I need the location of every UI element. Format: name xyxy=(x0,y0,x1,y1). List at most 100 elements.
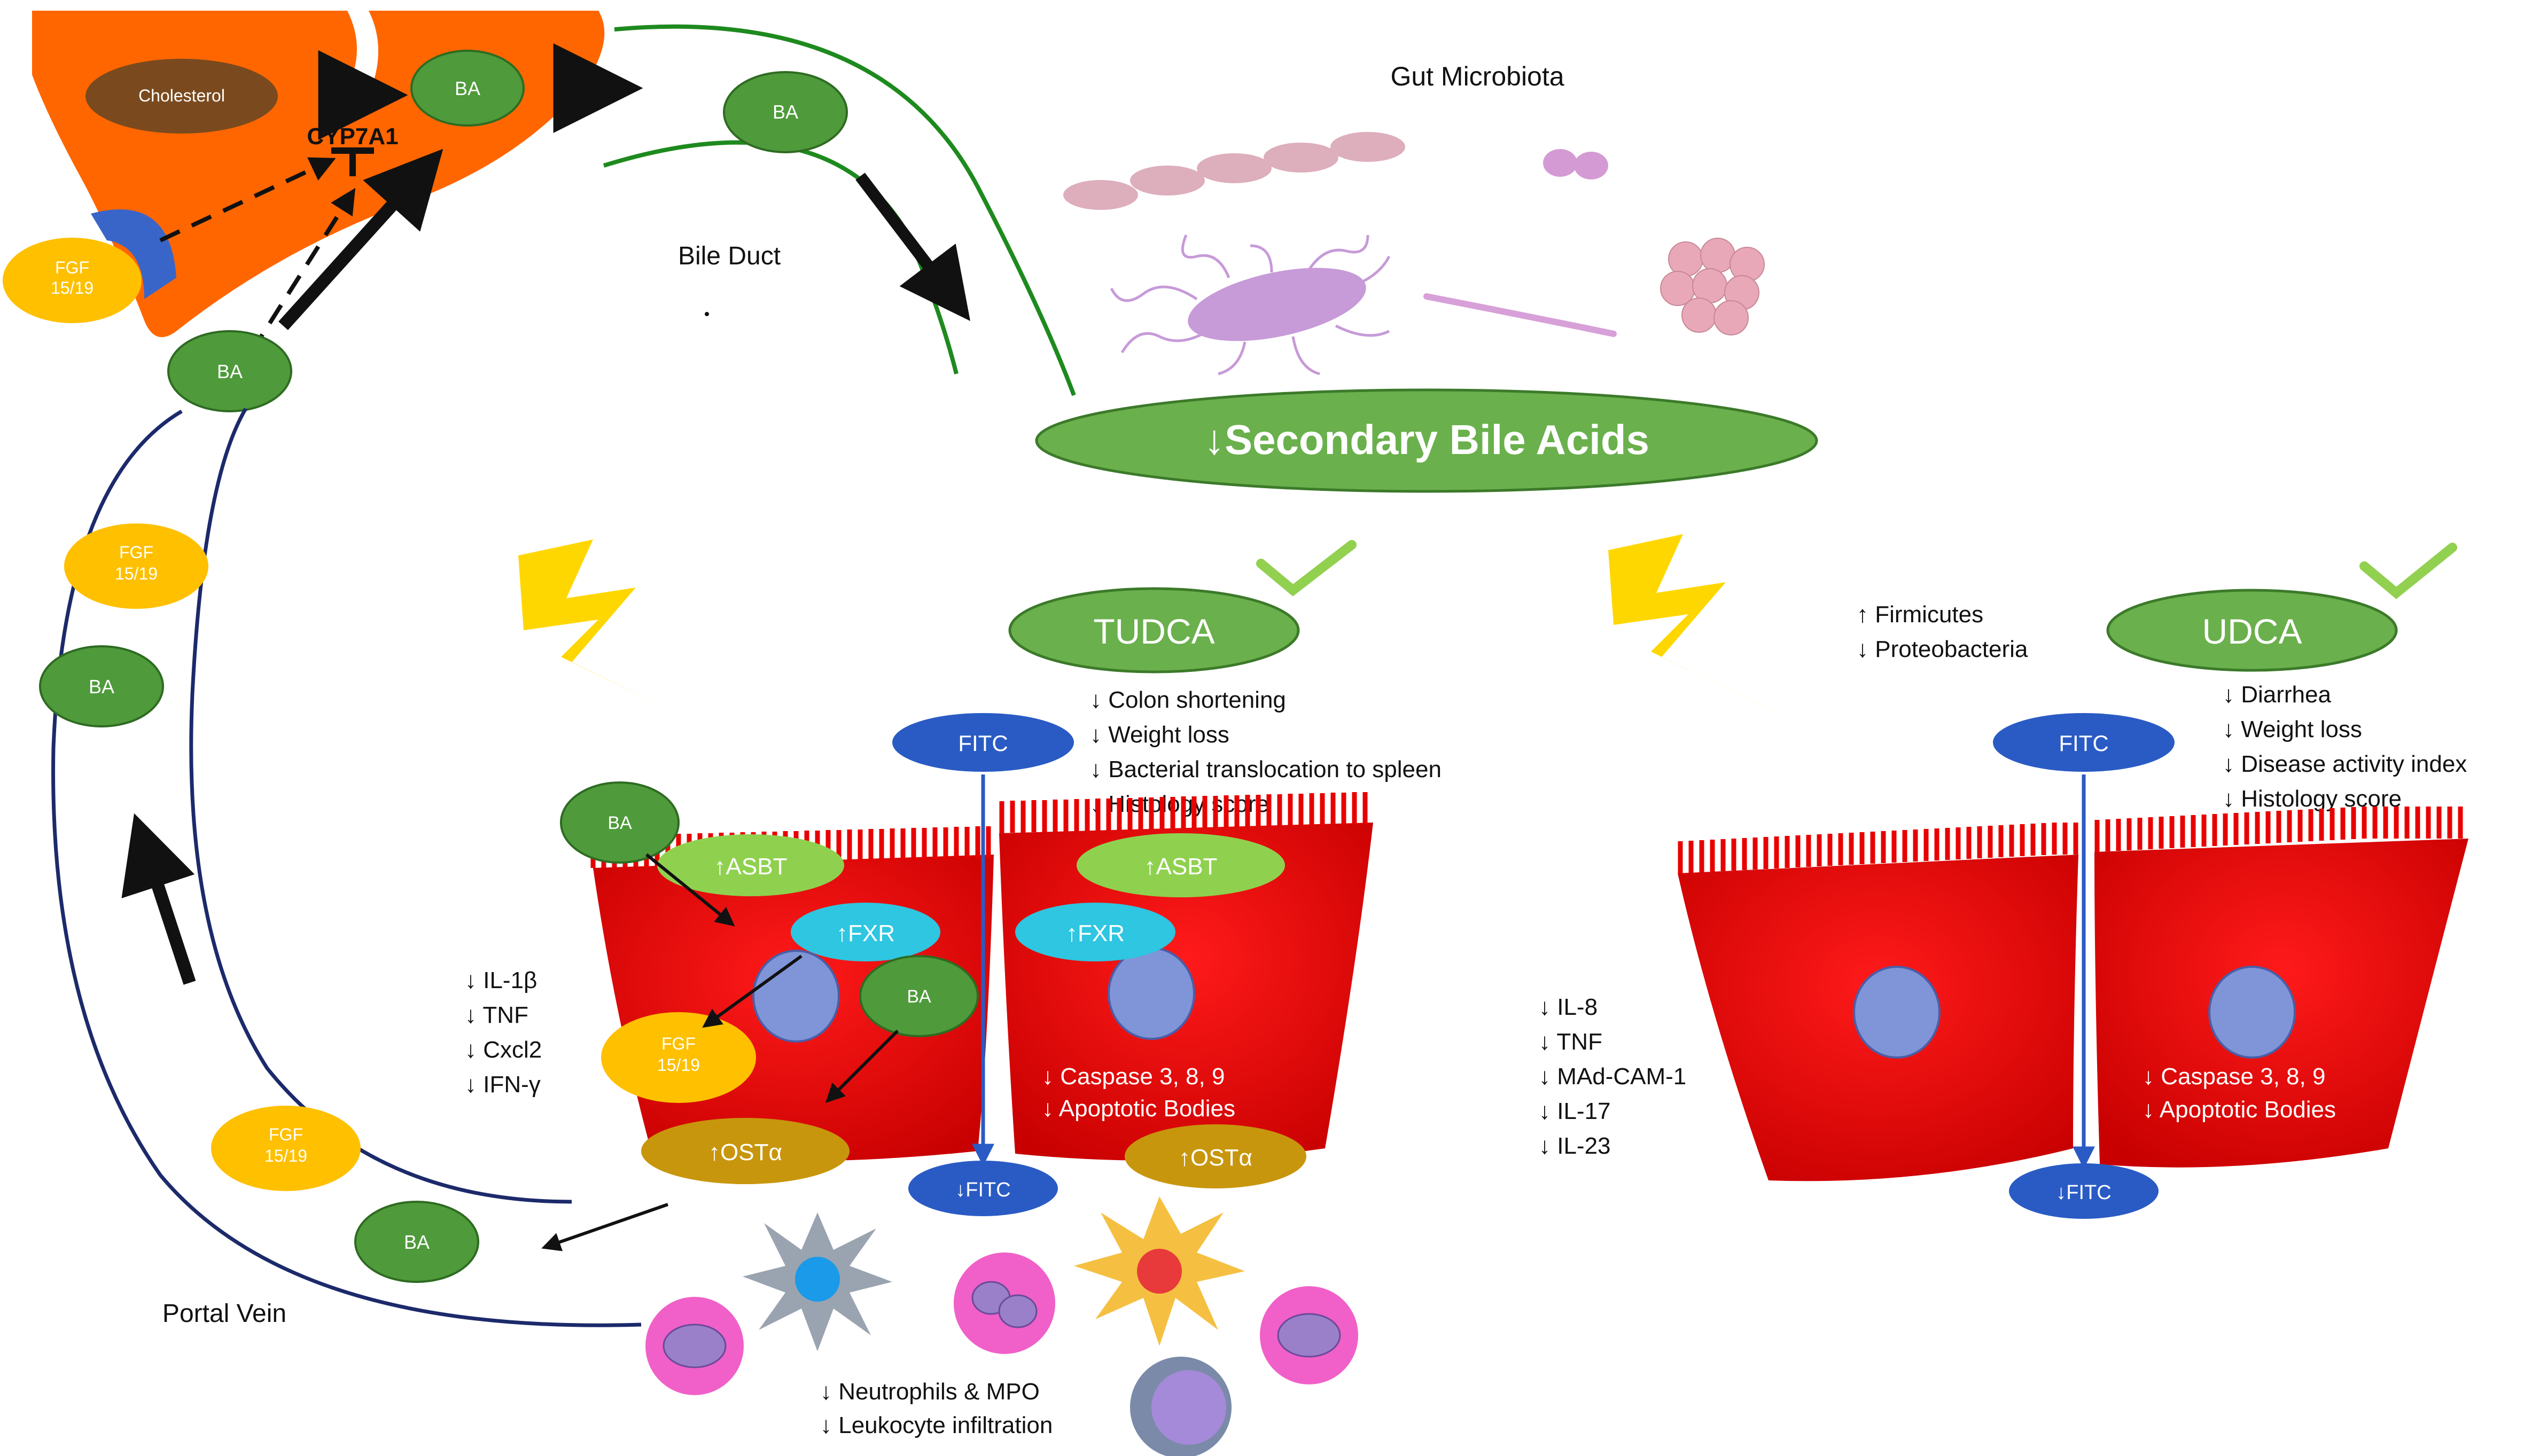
ba-cell-entry-node: BA xyxy=(560,781,680,864)
bile-duct-label: Bile Duct xyxy=(678,242,781,270)
secondary-bile-acids-node: ↓Secondary Bile Acids xyxy=(1035,388,1818,493)
fitc-udca-top-node: FITC xyxy=(1993,713,2175,772)
udca-nucleus-right xyxy=(2208,966,2296,1059)
svg-text:BA: BA xyxy=(907,987,931,1007)
tudca-effect-item: ↓ Colon shortening xyxy=(1090,687,1286,713)
microbiota-shift-list: ↑ Firmicutes ↓ Proteobacteria xyxy=(1857,601,2028,662)
tudca-cytokine-item: ↓ Cxcl2 xyxy=(465,1037,542,1063)
ba-to-fxr-arrow xyxy=(645,853,735,927)
cholesterol-label: Cholesterol xyxy=(138,86,225,105)
ba-portal-middle-node: BA xyxy=(39,645,164,727)
ba-return-to-liver-arrow xyxy=(278,148,443,331)
udca-cytokine-list: ↓ IL-8 ↓ TNF ↓ MAd-CAM-1 ↓ IL-17 ↓ IL-23 xyxy=(1539,994,1686,1159)
secondary-bile-acids-label: ↓Secondary Bile Acids xyxy=(1204,416,1649,463)
flagellated-bacterium-icon xyxy=(1110,234,1391,375)
svg-text:↑FXR: ↑FXR xyxy=(836,920,895,946)
ba-to-cyp7a1-dashed-arrow xyxy=(249,187,356,354)
tudca-apoptosis-item: ↓ Apoptotic Bodies xyxy=(1042,1095,1235,1122)
svg-text:BA: BA xyxy=(607,813,632,833)
fgf-portal-lower-node: FGF 15/19 xyxy=(211,1106,361,1191)
portal-vein-label: Portal Vein xyxy=(162,1300,286,1328)
svg-text:↓FITC: ↓FITC xyxy=(955,1179,1010,1201)
svg-text:FGF: FGF xyxy=(269,1125,303,1144)
tudca-apoptosis-item: ↓ Caspase 3, 8, 9 xyxy=(1042,1063,1225,1090)
udca-cytokine-item: ↓ IL-23 xyxy=(1539,1133,1611,1159)
svg-text:FGF: FGF xyxy=(119,543,153,562)
ost-right-node: ↑OSTα xyxy=(1125,1124,1306,1188)
svg-text:BA: BA xyxy=(404,1231,430,1253)
svg-text:↓FITC: ↓FITC xyxy=(2056,1181,2111,1204)
fitc-tudca-bottom-node: ↓FITC xyxy=(908,1161,1058,1216)
udca-epithelium xyxy=(1678,807,2468,1181)
microbiota-shift-item: ↑ Firmicutes xyxy=(1857,601,1983,628)
udca-effect-item: ↓ Disease activity index xyxy=(2223,751,2467,777)
lightning-left-icon xyxy=(518,539,689,718)
tudca-cytokine-list: ↓ IL-1β ↓ TNF ↓ Cxcl2 ↓ IFN-γ xyxy=(465,967,542,1098)
fxr-right-node: ↑FXR xyxy=(1015,903,1175,961)
immune-effect-item: ↓ Leukocyte infiltration xyxy=(820,1412,1053,1438)
bile-duct-upper-wall xyxy=(614,24,1076,396)
udca-cytokine-item: ↓ MAd-CAM-1 xyxy=(1539,1063,1686,1090)
neutrophil-icon-1 xyxy=(645,1297,744,1395)
tudca-cytokine-item: ↓ TNF xyxy=(465,1002,528,1028)
asbt-left-node: ↑ASBT xyxy=(657,834,844,896)
udca-cytokine-item: ↓ IL-17 xyxy=(1539,1098,1611,1124)
fxr-to-fgf-arrow xyxy=(702,954,803,1028)
fitc-udca-bottom-node: ↓FITC xyxy=(2009,1163,2159,1219)
ba-to-ost-arrow xyxy=(825,1029,899,1103)
fitc-tudca-top-node: FITC xyxy=(892,713,1074,772)
udca-microvilli-left xyxy=(1678,823,2078,873)
fxr-left-node: ↑FXR xyxy=(791,903,940,961)
cyp7a1-label: CYP7A1 xyxy=(307,123,398,150)
udca-node: UDCA xyxy=(2106,589,2398,672)
fgf-cell-node: FGF 15/19 xyxy=(601,1012,756,1103)
ost-left-node: ↑OSTα xyxy=(641,1118,850,1184)
lightning-right-icon xyxy=(1608,534,1787,718)
lymphocyte-icon xyxy=(1130,1357,1232,1456)
dendritic-cell-blue-icon xyxy=(743,1212,892,1351)
ba-duct-node: BA xyxy=(723,71,848,153)
tudca-nucleus-left xyxy=(752,950,840,1043)
svg-text:BA: BA xyxy=(89,676,114,698)
udca-apoptosis-list: ↓ Caspase 3, 8, 9 ↓ Apoptotic Bodies xyxy=(2143,1063,2336,1123)
svg-text:↑ASBT: ↑ASBT xyxy=(1144,854,1218,880)
udca-effect-item: ↓ Weight loss xyxy=(2223,716,2362,742)
svg-text:15/19: 15/19 xyxy=(657,1055,700,1075)
bacteria-chain-icon xyxy=(1063,132,1405,210)
neutrophil-icon-3 xyxy=(1260,1286,1358,1384)
duct-to-gut-arrow xyxy=(855,173,970,322)
svg-text:15/19: 15/19 xyxy=(115,564,158,583)
microbiota-shift-item: ↓ Proteobacteria xyxy=(1857,636,2028,662)
udca-cytokine-item: ↓ IL-8 xyxy=(1539,994,1598,1020)
svg-text:FGF: FGF xyxy=(661,1034,696,1053)
fgf-liver-node: FGF 15/19 xyxy=(3,238,142,323)
ba-portal-bottom-node: BA xyxy=(354,1201,479,1283)
tudca-nucleus-right xyxy=(1108,947,1195,1040)
tudca-effect-item: ↓ Bacterial translocation to spleen xyxy=(1090,756,1442,782)
udca-apoptosis-item: ↓ Caspase 3, 8, 9 xyxy=(2143,1063,2325,1090)
fgf-portal-upper-node: FGF 15/19 xyxy=(64,523,208,609)
ba-cell-inner-node: BA xyxy=(859,955,979,1037)
svg-text:BA: BA xyxy=(773,101,798,123)
tudca-check-icon xyxy=(1256,540,1357,597)
gut-microbiota-label: Gut Microbiota xyxy=(1390,61,1564,91)
udca-effect-item: ↓ Diarrhea xyxy=(2223,682,2331,708)
immune-effect-item: ↓ Neutrophils & MPO xyxy=(820,1379,1040,1405)
svg-text:↑OSTα: ↑OSTα xyxy=(1179,1145,1252,1171)
udca-effect-item: ↓ Histology score xyxy=(2223,786,2402,812)
svg-text:↑ASBT: ↑ASBT xyxy=(714,854,788,880)
svg-text:BA: BA xyxy=(217,361,243,382)
neutrophil-icon-2 xyxy=(954,1253,1055,1354)
svg-text:FITC: FITC xyxy=(2059,731,2108,756)
fgf-to-cyp7a1-dashed-arrow xyxy=(159,157,336,242)
cell-to-portal-arrow xyxy=(541,1203,668,1251)
svg-text:15/19: 15/19 xyxy=(264,1146,307,1165)
svg-text:↑OSTα: ↑OSTα xyxy=(708,1139,782,1165)
udca-check-icon xyxy=(2359,543,2457,599)
tudca-label: TUDCA xyxy=(1093,612,1214,651)
ba-liver-node: BA xyxy=(410,50,525,127)
rod-bacterium-icon xyxy=(1423,293,1617,337)
udca-microvilli-right xyxy=(2094,807,2463,852)
portal-vein-inner-wall xyxy=(189,408,572,1204)
